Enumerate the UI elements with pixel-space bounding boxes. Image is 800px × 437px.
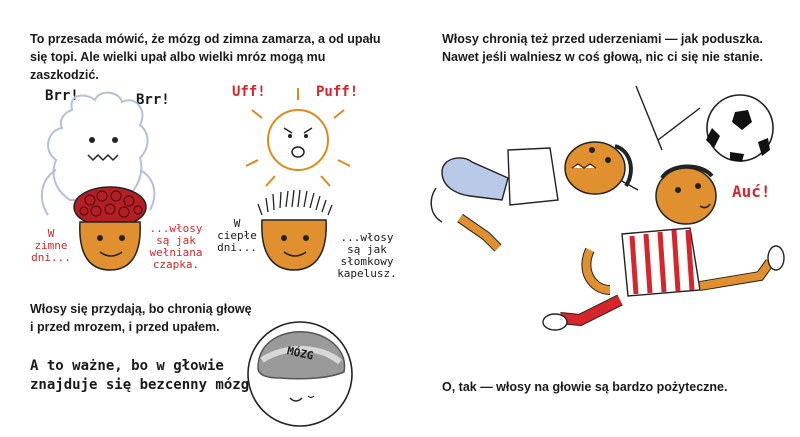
cold-shout-2: Brr! [136,92,170,108]
cold-caption-right: ...włosy są jak wełniana czapka. [149,222,203,271]
hot-shout-1: Uff! [232,84,266,100]
hot-kid-illustration [245,88,351,271]
hot-shout-2: Puff! [316,84,359,100]
left-page: To przesada mówić, że mózg od zimna zama… [30,32,397,427]
left-paragraph-2: Włosy się przydają, bo chronią głowę i p… [30,302,252,334]
brain-head-illustration [247,321,353,427]
left-paragraph-1: To przesada mówić, że mózg od zimna zama… [30,32,381,82]
cold-kid-illustration [40,91,156,271]
right-paragraph-1: Włosy chronią też przed uderzeniami — ja… [442,32,763,64]
right-paragraph-2: O, tak — włosy na głowie są bardzo pożyt… [442,380,728,394]
right-page: Włosy chronią też przed uderzeniami — ja… [400,0,800,437]
cold-shout-1: Brr! [45,88,79,104]
brain-quote: A to ważne, bo w głowie znajduje się bez… [30,358,258,393]
cold-caption-left: W zimne dni... [31,227,71,264]
right-shout: Auć! [732,182,771,201]
hot-caption-left: W ciepłe dni... [217,217,257,254]
hot-caption-right: ...włosy są jak słomkowy kapelusz. [337,231,397,280]
football-illustration [430,85,785,331]
